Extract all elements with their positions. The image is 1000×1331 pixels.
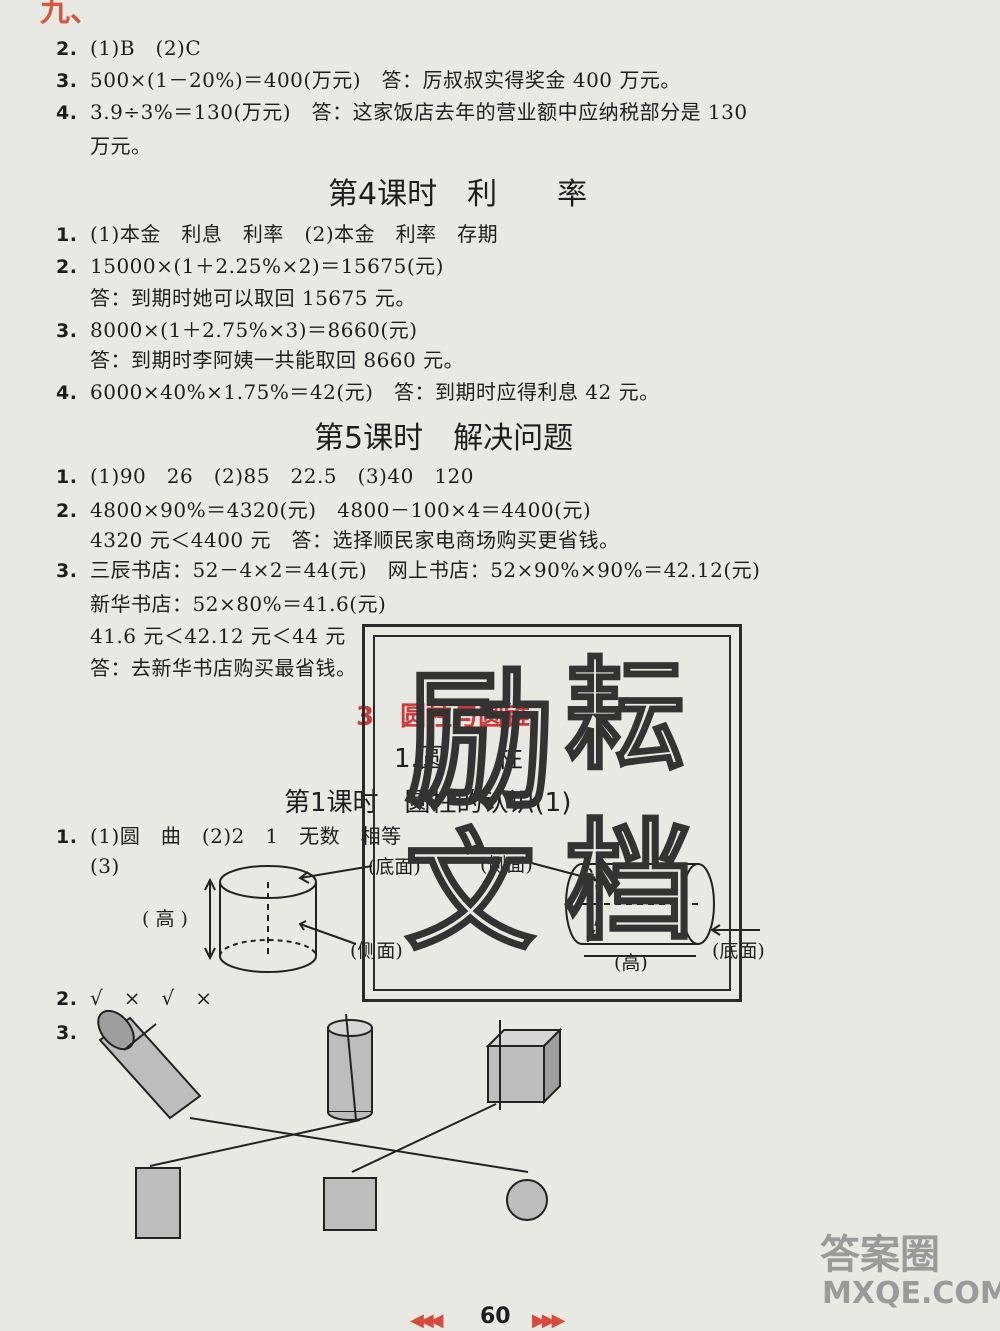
answer-line: 3. 500×(1－20%)＝400(万元) 答：厉叔叔实得奖金 400 万元。 <box>56 66 681 95</box>
answer-line: 2. 4800×90%＝4320(元) 4800－100×4＝4400(元) <box>56 496 591 525</box>
item-number: 2. <box>56 38 78 60</box>
page-number: 60 <box>480 1304 511 1329</box>
item-text: (1)本金 利息 利率 (2)本金 利率 存期 <box>90 222 499 246</box>
height-label-right: (高) <box>614 952 648 974</box>
upright-cylinder-drawing <box>327 1013 373 1121</box>
item-text: 新华书店：52×80%＝41.6(元) <box>90 592 387 616</box>
item-text: 6000×40%×1.75%＝42(元) 答：到期时应得利息 42 元。 <box>90 380 660 404</box>
stamp-char: 文 <box>403 816 536 968</box>
item-number: 3. <box>56 320 78 342</box>
horizontal-cylinder-drawing <box>519 859 760 957</box>
item-text: 答：到期时李阿姨一共能取回 8660 元。 <box>90 348 465 372</box>
answer-line: 新华书店：52×80%＝41.6(元) <box>56 590 386 618</box>
item-number: 3. <box>56 70 78 92</box>
stamp-char: 励 <box>403 655 556 829</box>
answer-line: 1. (1)本金 利息 利率 (2)本金 利率 存期 <box>56 220 498 249</box>
answer-line: 4. 6000×40%×1.75%＝42(元) 答：到期时应得利息 42 元。 <box>56 378 660 407</box>
answer-line: 41.6 元＜42.12 元＜44 元 <box>56 622 346 650</box>
watermark-stamp: 励 耘 文 档 <box>362 624 742 1002</box>
sub-question-label: (3) <box>90 854 120 878</box>
item-text: 4320 元＜4400 元 答：选择顺民家电商场购买更省钱。 <box>90 528 620 552</box>
unit-title: 3 圆柱与圆锥 <box>356 702 531 732</box>
stamp-char: 档 <box>563 806 696 958</box>
answer-line: 答：去新华书店购买最省钱。 <box>56 654 357 682</box>
base-label-top: (底面) <box>368 856 421 878</box>
item-number: 1. <box>56 826 78 848</box>
item-number: 3. <box>56 560 78 582</box>
answer-line: 2. √ × √ × <box>56 984 213 1013</box>
item-text: 万元。 <box>90 134 152 158</box>
item-text: 答：去新华书店购买最省钱。 <box>90 656 357 680</box>
answer-line: 2. 15000×(1＋2.25%×2)＝15675(元) <box>56 252 444 281</box>
item-number: 2. <box>56 256 78 278</box>
item-text: √ × √ × <box>90 986 213 1010</box>
item-text: 3.9÷3%＝130(万元) 答：这家饭店去年的营业额中应纳税部分是 130 <box>90 100 748 124</box>
item-text: 41.6 元＜42.12 元＜44 元 <box>90 624 346 648</box>
item-text: 三辰书店：52－4×2＝44(元) 网上书店：52×90%×90%＝42.12(… <box>90 558 761 582</box>
item-number: 1. <box>56 466 78 488</box>
item-number: 4. <box>56 102 78 124</box>
answer-line: 3. 8000×(1＋2.75%×3)＝8660(元) <box>56 316 418 345</box>
item-text: 15000×(1＋2.25%×2)＝15675(元) <box>90 254 444 278</box>
header-mark: 九、 <box>40 0 100 29</box>
item-text: (1)B (2)C <box>90 36 202 60</box>
answer-line: 答：到期时李阿姨一共能取回 8660 元。 <box>56 346 464 374</box>
item-text: 8000×(1＋2.75%×3)＝8660(元) <box>90 318 418 342</box>
left-arrows-icon: ◀◀◀ <box>410 1310 443 1331</box>
answer-line: 4. 3.9÷3%＝130(万元) 答：这家饭店去年的营业额中应纳税部分是 130 <box>56 98 748 127</box>
item-number: 4. <box>56 382 78 404</box>
square-shape <box>323 1177 377 1231</box>
answer-line: 万元。 <box>56 132 152 160</box>
circle-shape <box>506 1179 548 1221</box>
item-text: 答：到期时她可以取回 15675 元。 <box>90 286 416 310</box>
cube-drawing <box>485 1020 563 1110</box>
item-text: (1)圆 曲 (2)2 1 无数 相等 <box>90 824 402 848</box>
base-label-right: (底面) <box>712 940 765 962</box>
matching-lines <box>149 1103 529 1173</box>
lesson-1-title: 第1课时 圆柱的认识(1) <box>284 788 572 818</box>
item-text: 4800×90%＝4320(元) 4800－100×4＝4400(元) <box>90 498 592 522</box>
answer-line: 3. <box>56 1018 90 1047</box>
item-text: (1)90 26 (2)85 22.5 (3)40 120 <box>90 464 474 488</box>
vertical-cylinder-drawing <box>204 865 373 973</box>
unit-subtitle: 1.圆 柱 <box>394 744 523 774</box>
item-number: 1. <box>56 224 78 246</box>
item-number: 3. <box>56 1022 78 1044</box>
answer-line: 1. (1)90 26 (2)85 22.5 (3)40 120 <box>56 462 474 491</box>
item-text: 500×(1－20%)＝400(万元) 答：厉叔叔实得奖金 400 万元。 <box>90 68 681 92</box>
answer-line: 4320 元＜4400 元 答：选择顺民家电商场购买更省钱。 <box>56 526 620 554</box>
right-arrows-icon: ▶▶▶ <box>532 1310 565 1331</box>
side-label-top: (侧面) <box>480 854 533 876</box>
stamp-inner-border <box>373 635 731 991</box>
item-number: 2. <box>56 500 78 522</box>
stamp-char: 耘 <box>564 647 687 786</box>
height-label-left: ( 高 ) <box>142 908 188 930</box>
answer-line: 2. (1)B (2)C <box>56 34 201 63</box>
tilted-cylinder-drawing <box>97 1009 202 1120</box>
lesson-4-title: 第4课时 利 率 <box>328 177 588 212</box>
rectangle-shape <box>135 1167 181 1239</box>
site-watermark-url: MXQE.COM <box>822 1276 1000 1311</box>
lesson-5-title: 第5课时 解决问题 <box>314 421 574 456</box>
item-number: 2. <box>56 988 78 1010</box>
site-watermark-logo: 答案圈 <box>820 1232 940 1278</box>
answer-line: 1. (1)圆 曲 (2)2 1 无数 相等 <box>56 822 402 851</box>
answer-line: 3. 三辰书店：52－4×2＝44(元) 网上书店：52×90%×90%＝42.1… <box>56 556 760 585</box>
answer-line: 答：到期时她可以取回 15675 元。 <box>56 284 416 312</box>
